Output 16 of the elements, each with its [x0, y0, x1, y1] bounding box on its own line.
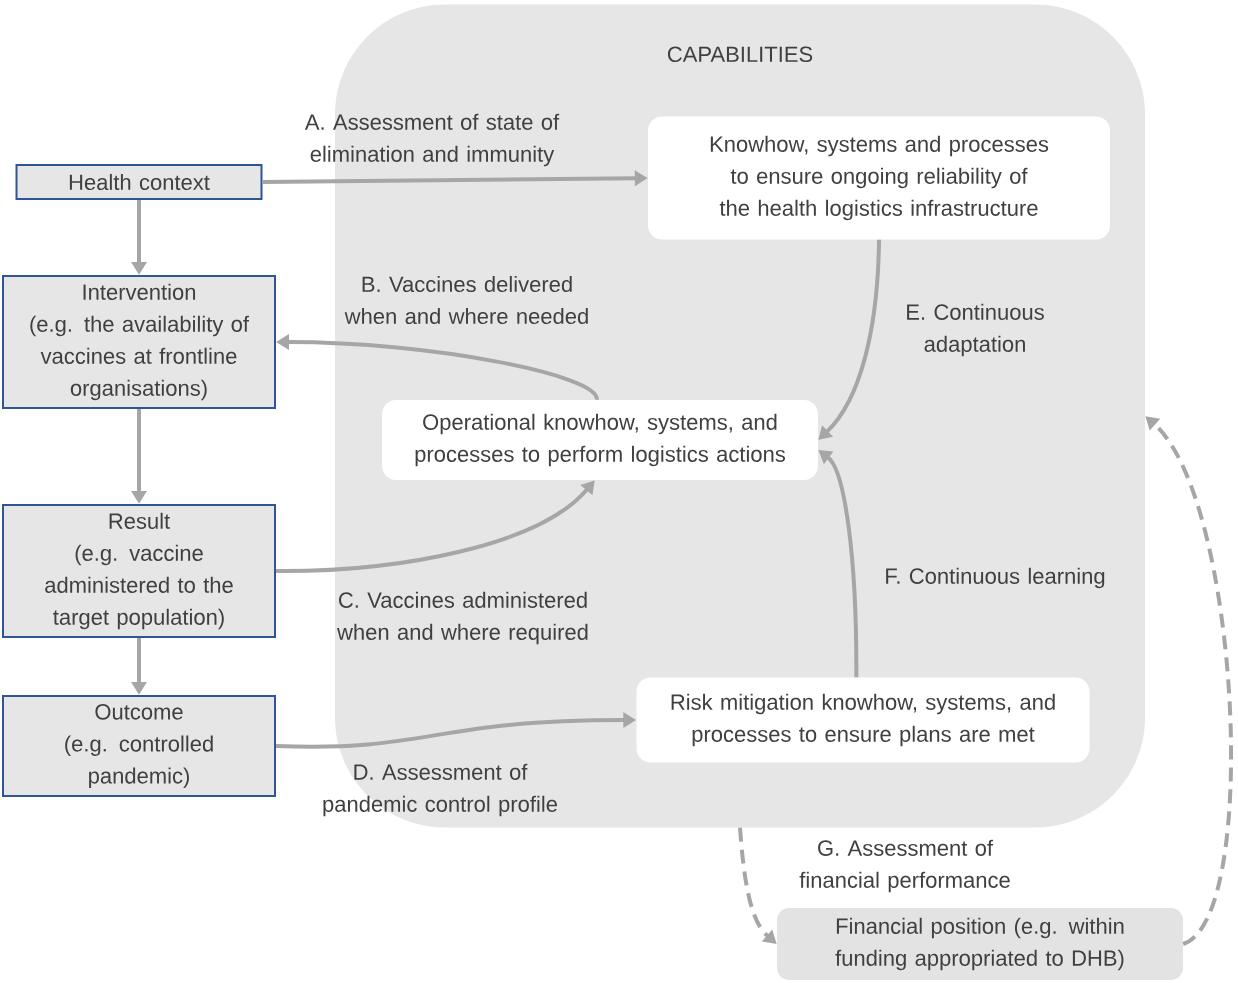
edge-label: F. Continuous learning [886, 567, 1105, 589]
capability-box: Knowhow, systems and processes to ensure ongoing reliability of the health logistics infrastructure [648, 116, 1110, 240]
edge-label: C. Vaccines administered when and where required [337, 591, 588, 645]
process-box: Health context [15, 164, 263, 200]
edge-label: G. Assessment of financial performance [799, 839, 1010, 893]
process-box: Outcome (e.g. controlled pandemic) [2, 695, 276, 797]
outcome-box: Financial position (e.g. within funding appropriated to DHB) [777, 908, 1183, 980]
edge-label: E. Continuous adaptation [907, 303, 1044, 357]
capability-box: Operational knowhow, systems, and processes to perform logistics actions [382, 400, 818, 480]
arrow [818, 239, 881, 440]
capability-box: Risk mitigation knowhow, systems, and processes to ensure plans are met [636, 677, 1090, 763]
process-box: Intervention (e.g. the availability of vaccines at frontline organisations) [2, 275, 276, 409]
edge-label: D. Assessment of pandemic control profile [323, 763, 557, 817]
edge-label: B. Vaccines delivered when and where needed [344, 275, 588, 325]
process-box: Result (e.g. vaccine administered to the target population) [2, 504, 276, 638]
edge-label: A. Assessment of state of elimination and immunity [304, 113, 560, 167]
